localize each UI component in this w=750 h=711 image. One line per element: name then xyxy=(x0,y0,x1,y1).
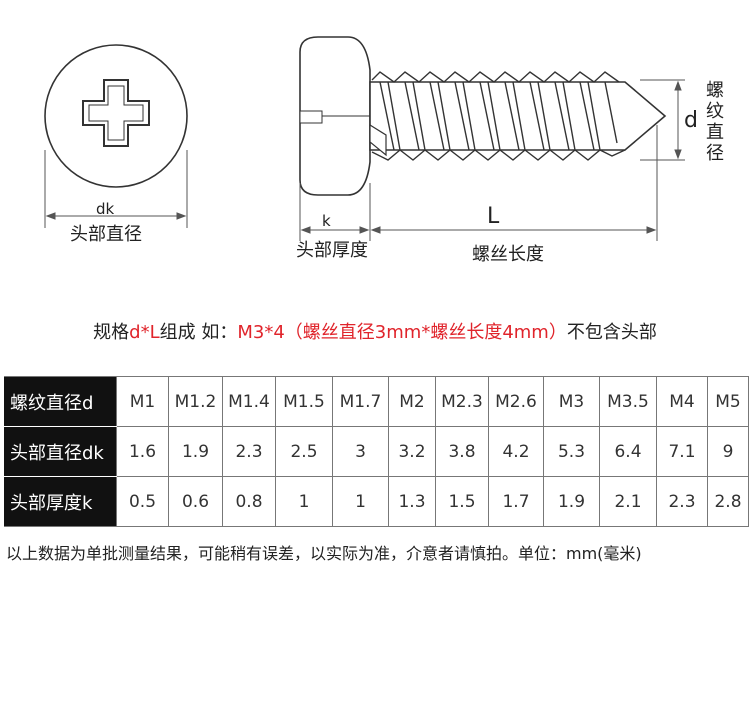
table-cell: 1.9 xyxy=(168,426,223,477)
row-header: 螺纹直径d xyxy=(4,376,117,427)
table-cell: 0.8 xyxy=(222,476,276,527)
table-cell: 1.7 xyxy=(488,476,544,527)
table-cell: M1 xyxy=(116,376,169,427)
table-cell: 1 xyxy=(332,476,389,527)
table-cell: 1 xyxy=(275,476,333,527)
screw-drawing xyxy=(44,36,685,241)
table-cell: 1.6 xyxy=(116,426,169,477)
table-cell: M1.4 xyxy=(222,376,276,427)
table-cell: 4.2 xyxy=(488,426,544,477)
table-cell: 0.6 xyxy=(168,476,223,527)
table-cell: 2.5 xyxy=(275,426,333,477)
table-cell: M5 xyxy=(707,376,749,427)
table-cell: M2.3 xyxy=(435,376,489,427)
table-cell: 0.5 xyxy=(116,476,169,527)
table-cell: 3.2 xyxy=(388,426,436,477)
table-cell: 1.9 xyxy=(543,476,600,527)
spec-middle: 组成 如： xyxy=(159,322,238,343)
dk-label: dk xyxy=(96,200,115,218)
table-cell: M3.5 xyxy=(599,376,657,427)
table-cell: 6.4 xyxy=(599,426,657,477)
table-cell: 7.1 xyxy=(656,426,708,477)
table-cell: 9 xyxy=(707,426,749,477)
table-cell: 3.8 xyxy=(435,426,489,477)
disclaimer-note: 以上数据为单批测量结果，可能稍有误差，以实际为准，介意者请慎拍。单位：mm(毫米… xyxy=(6,544,642,563)
thread-diameter-label: 螺纹直径 xyxy=(706,80,724,164)
table-cell: M2.6 xyxy=(488,376,544,427)
row-header: 头部厚度k xyxy=(4,476,117,527)
table-cell: M1.5 xyxy=(275,376,333,427)
table-cell: M3 xyxy=(543,376,600,427)
phillips-head-top-view-icon xyxy=(44,44,188,188)
pan-head-tapping-screw-side-view-icon xyxy=(299,36,667,196)
spec-example: M3*4（螺丝直径3mm*螺丝长度4mm） xyxy=(237,322,567,343)
spec-suffix: 不包含头部 xyxy=(566,322,657,343)
dk-dimension xyxy=(44,150,188,228)
head-diameter-label: 头部直径 xyxy=(70,224,142,245)
table-cell: 1.5 xyxy=(435,476,489,527)
table-cell: M4 xyxy=(656,376,708,427)
table-cell: M2 xyxy=(388,376,436,427)
k-L-dimension xyxy=(299,125,658,241)
row-header: 头部直径dk xyxy=(4,426,117,477)
spec-prefix: 规格 xyxy=(93,322,130,343)
table-cell: 2.1 xyxy=(599,476,657,527)
head-thickness-label: 头部厚度 xyxy=(296,240,368,261)
thread-length-label: 螺丝长度 xyxy=(472,244,544,265)
table-cell: 2.8 xyxy=(707,476,749,527)
table-cell: 5.3 xyxy=(543,426,600,477)
table-cell: M1.7 xyxy=(332,376,389,427)
k-label: k xyxy=(322,212,331,230)
d-dimension xyxy=(640,79,685,161)
spec-line: 规格d*L组成 如：M3*4（螺丝直径3mm*螺丝长度4mm）不包含头部 xyxy=(0,318,750,344)
table-cell: 1.3 xyxy=(388,476,436,527)
d-label: d xyxy=(684,108,698,133)
table-cell: 2.3 xyxy=(222,426,276,477)
screw-diagram: dk 头部直径 k 头部厚度 L 螺丝长度 d 螺纹直径 xyxy=(0,0,750,290)
spec-formula: d*L xyxy=(129,322,160,343)
table-cell: M1.2 xyxy=(168,376,223,427)
L-label: L xyxy=(487,204,500,229)
table-cell: 3 xyxy=(332,426,389,477)
table-cell: 2.3 xyxy=(656,476,708,527)
